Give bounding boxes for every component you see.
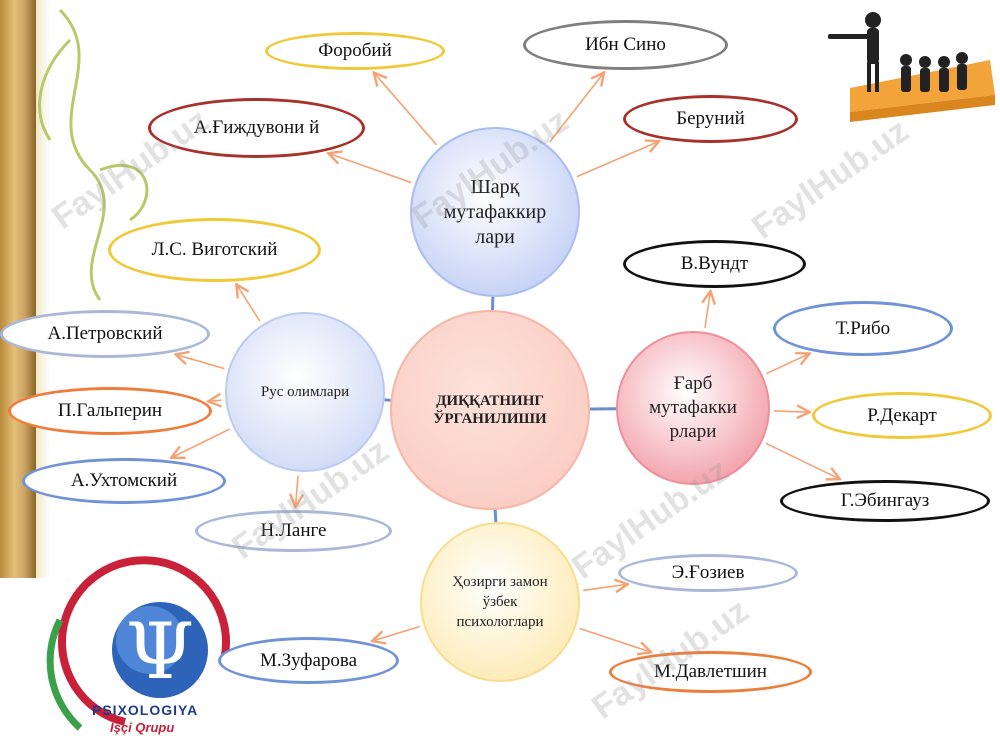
name-node: Н.Ланге <box>195 510 392 552</box>
decorative-sidebar-strip <box>36 0 50 580</box>
logo-symbol: Ψ <box>125 607 195 697</box>
name-node: В.Вундт <box>623 240 806 288</box>
connector-russian <box>384 398 391 402</box>
name-node: А.Ухтомский <box>22 458 226 504</box>
name-node: Л.С. Виготский <box>108 218 321 282</box>
leadership-figures-icon <box>828 12 995 122</box>
arrow-russian-9 <box>176 354 225 370</box>
name-node: Т.Рибо <box>773 301 953 356</box>
arrow-russian-10 <box>208 400 221 401</box>
name-node: Э.Ғозиев <box>618 554 798 592</box>
arrow-russian-11 <box>171 428 230 458</box>
hub-node-russian: Рус олимлари <box>225 312 385 472</box>
name-node: Форобий <box>265 32 445 70</box>
name-node: М.Зуфарова <box>218 637 399 684</box>
arrow-east-1 <box>549 72 604 143</box>
hub-node-uzbek: Ҳозирги замон ўзбек психологлари <box>420 522 580 682</box>
logo-subtitle: İşçi Qrupu <box>110 720 175 735</box>
arrow-russian-8 <box>236 284 261 322</box>
arrow-uzbek-13 <box>583 584 628 590</box>
arrow-west-4 <box>705 291 711 329</box>
arrow-east-0 <box>374 73 438 146</box>
arrow-uzbek-15 <box>579 627 651 653</box>
hub-node-east: Шарқ мутафаккир лари <box>410 127 580 297</box>
arrow-east-2 <box>328 153 412 184</box>
name-node: Г.Эбингауз <box>780 480 990 522</box>
arrow-west-5 <box>766 353 809 375</box>
name-node: А.Петровский <box>0 310 210 358</box>
arrow-uzbek-14 <box>372 625 420 642</box>
name-node: М.Давлетшин <box>609 651 812 693</box>
arrow-west-7 <box>765 442 840 479</box>
logo-title: PSIXOLOGIYA <box>92 702 199 718</box>
name-node: А.Ғиждувони й <box>148 98 365 158</box>
name-node: П.Гальперин <box>8 387 212 435</box>
hub-node-west: Ғарб мутафакки рлари <box>616 331 770 485</box>
arrow-russian-12 <box>295 475 298 507</box>
center-node: ДИҚҚАТНИНГ ЎРГАНИЛИШИ <box>390 310 590 510</box>
name-node: Р.Декарт <box>812 392 992 439</box>
arrow-west-6 <box>773 411 810 412</box>
name-node: Беруний <box>623 95 798 143</box>
psixologiya-logo <box>0 556 230 750</box>
name-node: Ибн Сино <box>523 20 728 70</box>
vine-decoration <box>38 8 149 301</box>
connector-uzbek <box>493 509 498 523</box>
arrow-east-3 <box>576 141 659 178</box>
